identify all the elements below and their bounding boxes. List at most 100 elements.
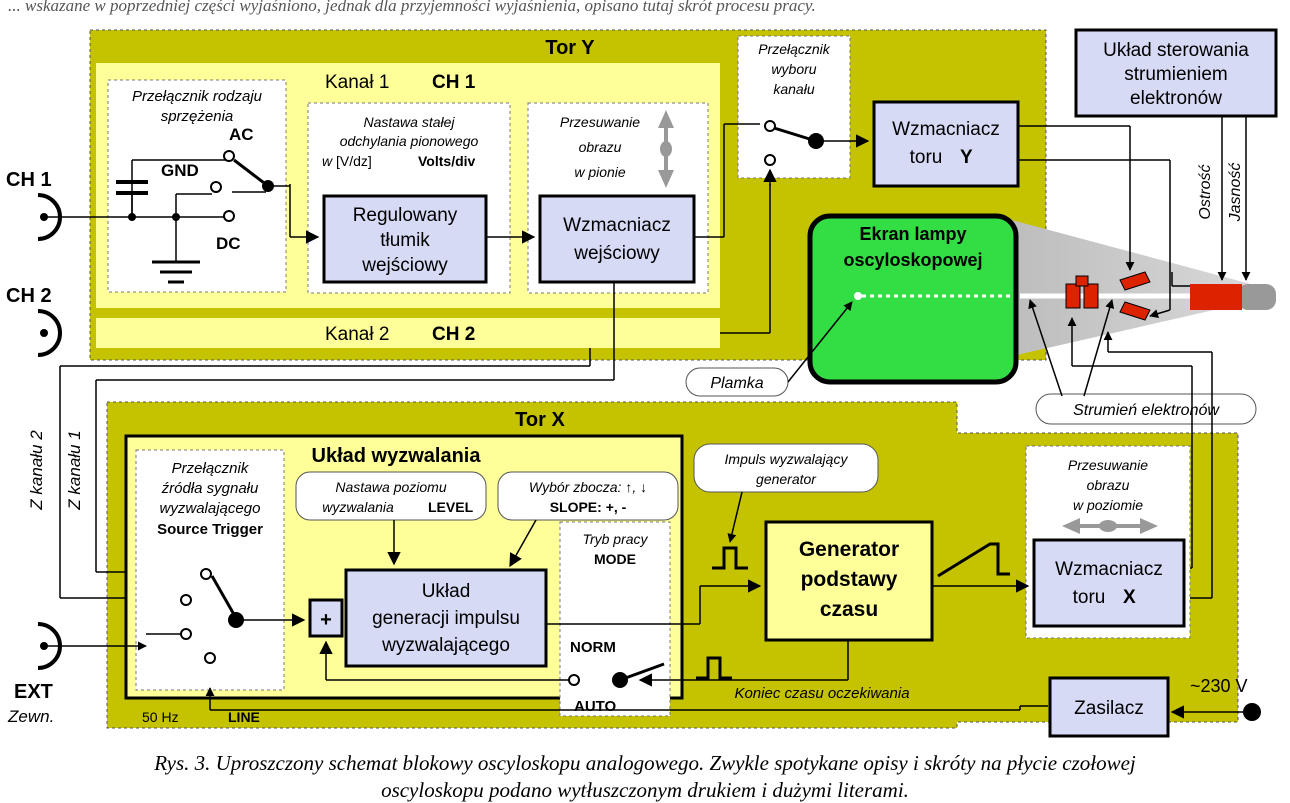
summing-block [308, 598, 344, 638]
mode-line-1: Tryb pracy [582, 531, 648, 547]
coupling-switch-label-2: sprzężenia [161, 108, 234, 125]
timebase-line-1: Generator [799, 538, 899, 561]
beam-control-line-2: strumieniem [1124, 64, 1227, 85]
ext-connector-icon [37, 622, 62, 670]
slope-line-1: Wybór zbocza: ↑, ↓ [529, 479, 647, 495]
coupling-switch-lever [233, 158, 269, 188]
psu-label: Zasilacz [1074, 698, 1144, 719]
source-switch-line-1: Przełącznik [172, 460, 250, 477]
beam-control-line-3: elektronów [1130, 88, 1222, 109]
vertical-shift-arrows-icon [658, 110, 674, 188]
capacitor-icon [116, 180, 180, 221]
ac-label: AC [229, 125, 254, 144]
coupling-switch-contacts [210, 150, 235, 222]
trigger-gen-block [344, 568, 548, 668]
attenuator-block [322, 194, 488, 284]
brightness-label: Jasność [1227, 163, 1244, 223]
level-bubble [295, 471, 487, 521]
focus-label: Ostrość [1197, 164, 1214, 219]
beam-control-block [1074, 28, 1278, 118]
vdiv-unit: [V/dz] [336, 153, 372, 169]
norm-label: NORM [570, 639, 616, 656]
ext-sub-label: Zewn. [7, 707, 54, 726]
channel-select-line-1: Przełącznik [758, 41, 831, 57]
vshift-line-1: Przesuwanie [560, 114, 640, 130]
hshift-line-2: obrazu [1087, 477, 1130, 493]
caption-line-1: Rys. 3. Uproszczony schemat blokowy oscy… [153, 751, 1136, 775]
source-switch-contacts [180, 568, 216, 664]
slope-bubble [497, 471, 679, 521]
impulse-line-2: generator [756, 471, 817, 487]
deflection-plates [1065, 271, 1151, 321]
vdiv-line-3-w: w [322, 153, 333, 169]
channel-2-area [96, 318, 720, 348]
impulse-pointer [727, 491, 743, 543]
hz50-label: 50 Hz [142, 709, 179, 725]
from-ch2-label: Z kanału 2 [27, 430, 46, 511]
channel-select-box [737, 35, 851, 179]
kanal-2-code: CH 2 [432, 324, 475, 345]
tor-x-wiring [44, 519, 1248, 719]
ch2-connector-icon [37, 309, 62, 357]
holdoff-label: Koniec czasu oczekiwania [734, 685, 909, 702]
mode-switch [568, 662, 665, 688]
vdiv-volts-div: Volts/div [418, 153, 476, 169]
slope-line-2: SLOPE: +, - [550, 499, 627, 515]
ch1-coupling-wiring [44, 159, 536, 262]
channel-select-switch [764, 120, 824, 166]
level-line-2: wyzwalania [322, 499, 394, 515]
crt-base [1238, 284, 1276, 310]
level-bold: LEVEL [428, 499, 474, 515]
mains-terminal [1243, 703, 1261, 721]
channel-select-line-3: kanału [773, 81, 814, 97]
coupling-switch-label-1: Przełącznik rodzaju [132, 88, 263, 105]
mode-line-2: MODE [594, 551, 636, 567]
ch1-input-label: CH 1 [6, 169, 52, 191]
timebase-block [764, 520, 934, 642]
psu-block [1048, 676, 1170, 738]
beam-control-line-1: Układ sterowania [1103, 40, 1249, 61]
x-amp-line-2: toru [1073, 587, 1106, 608]
level-line-1: Nastawa poziomu [335, 479, 446, 495]
x-amp-line-1: Wzmacniacz [1055, 559, 1163, 580]
channel-select-wiring [694, 123, 870, 334]
horizontal-shift-arrows-icon [1062, 518, 1158, 534]
trigger-pulse-icon [712, 546, 748, 570]
y-amp-line-1: Wzmacniacz [892, 119, 1000, 140]
input-amp-line-1: Wzmacniacz [563, 215, 671, 236]
screen-line-2: oscyloskopowej [843, 250, 982, 270]
source-switch-pivot [228, 612, 244, 628]
screen-line-1: Ekran lampy [859, 224, 966, 244]
x-amp-block [1032, 538, 1186, 628]
impulse-line-1: Impuls wyzwalający [725, 451, 849, 467]
summing-sign: + [320, 609, 332, 631]
ext-label: EXT [14, 681, 53, 703]
spot-pointer [787, 301, 853, 383]
mains-label: ~230 V [1190, 676, 1248, 696]
trigger-gen-line-2: generacji impulsu [372, 608, 520, 629]
x-amp-letter: X [1123, 587, 1136, 608]
hshift-line-3: w poziomie [1073, 497, 1143, 513]
source-switch-line-3: wyzwalającego [160, 500, 261, 517]
vdiv-line-1: Nastawa stałej [363, 114, 455, 130]
attenuator-line-3: wejściowy [361, 255, 448, 276]
y-amp-letter: Y [960, 147, 973, 168]
impulse-bubble [693, 443, 879, 493]
source-switch-line-2: źródła sygnału [161, 480, 259, 497]
timebase-line-3: czasu [820, 598, 878, 621]
y-amp-line-2: toru [910, 147, 943, 168]
crt-screen [807, 213, 1019, 385]
gnd-label: GND [161, 161, 199, 180]
source-trigger-label: Source Trigger [157, 521, 263, 538]
line-label: LINE [228, 709, 260, 725]
ch2-input-label: CH 2 [6, 285, 52, 307]
kanal-1-label: Kanał 1 [325, 72, 389, 93]
tor-x-title: Tor X [515, 409, 565, 431]
input-amp-line-2: wejściowy [573, 243, 660, 264]
timebase-line-2: podstawy [801, 568, 898, 591]
vshift-line-3: w pionie [574, 164, 626, 180]
dc-label: DC [216, 234, 241, 253]
spot-label: Plamka [710, 375, 763, 392]
beam-label-bubble [1035, 393, 1257, 425]
